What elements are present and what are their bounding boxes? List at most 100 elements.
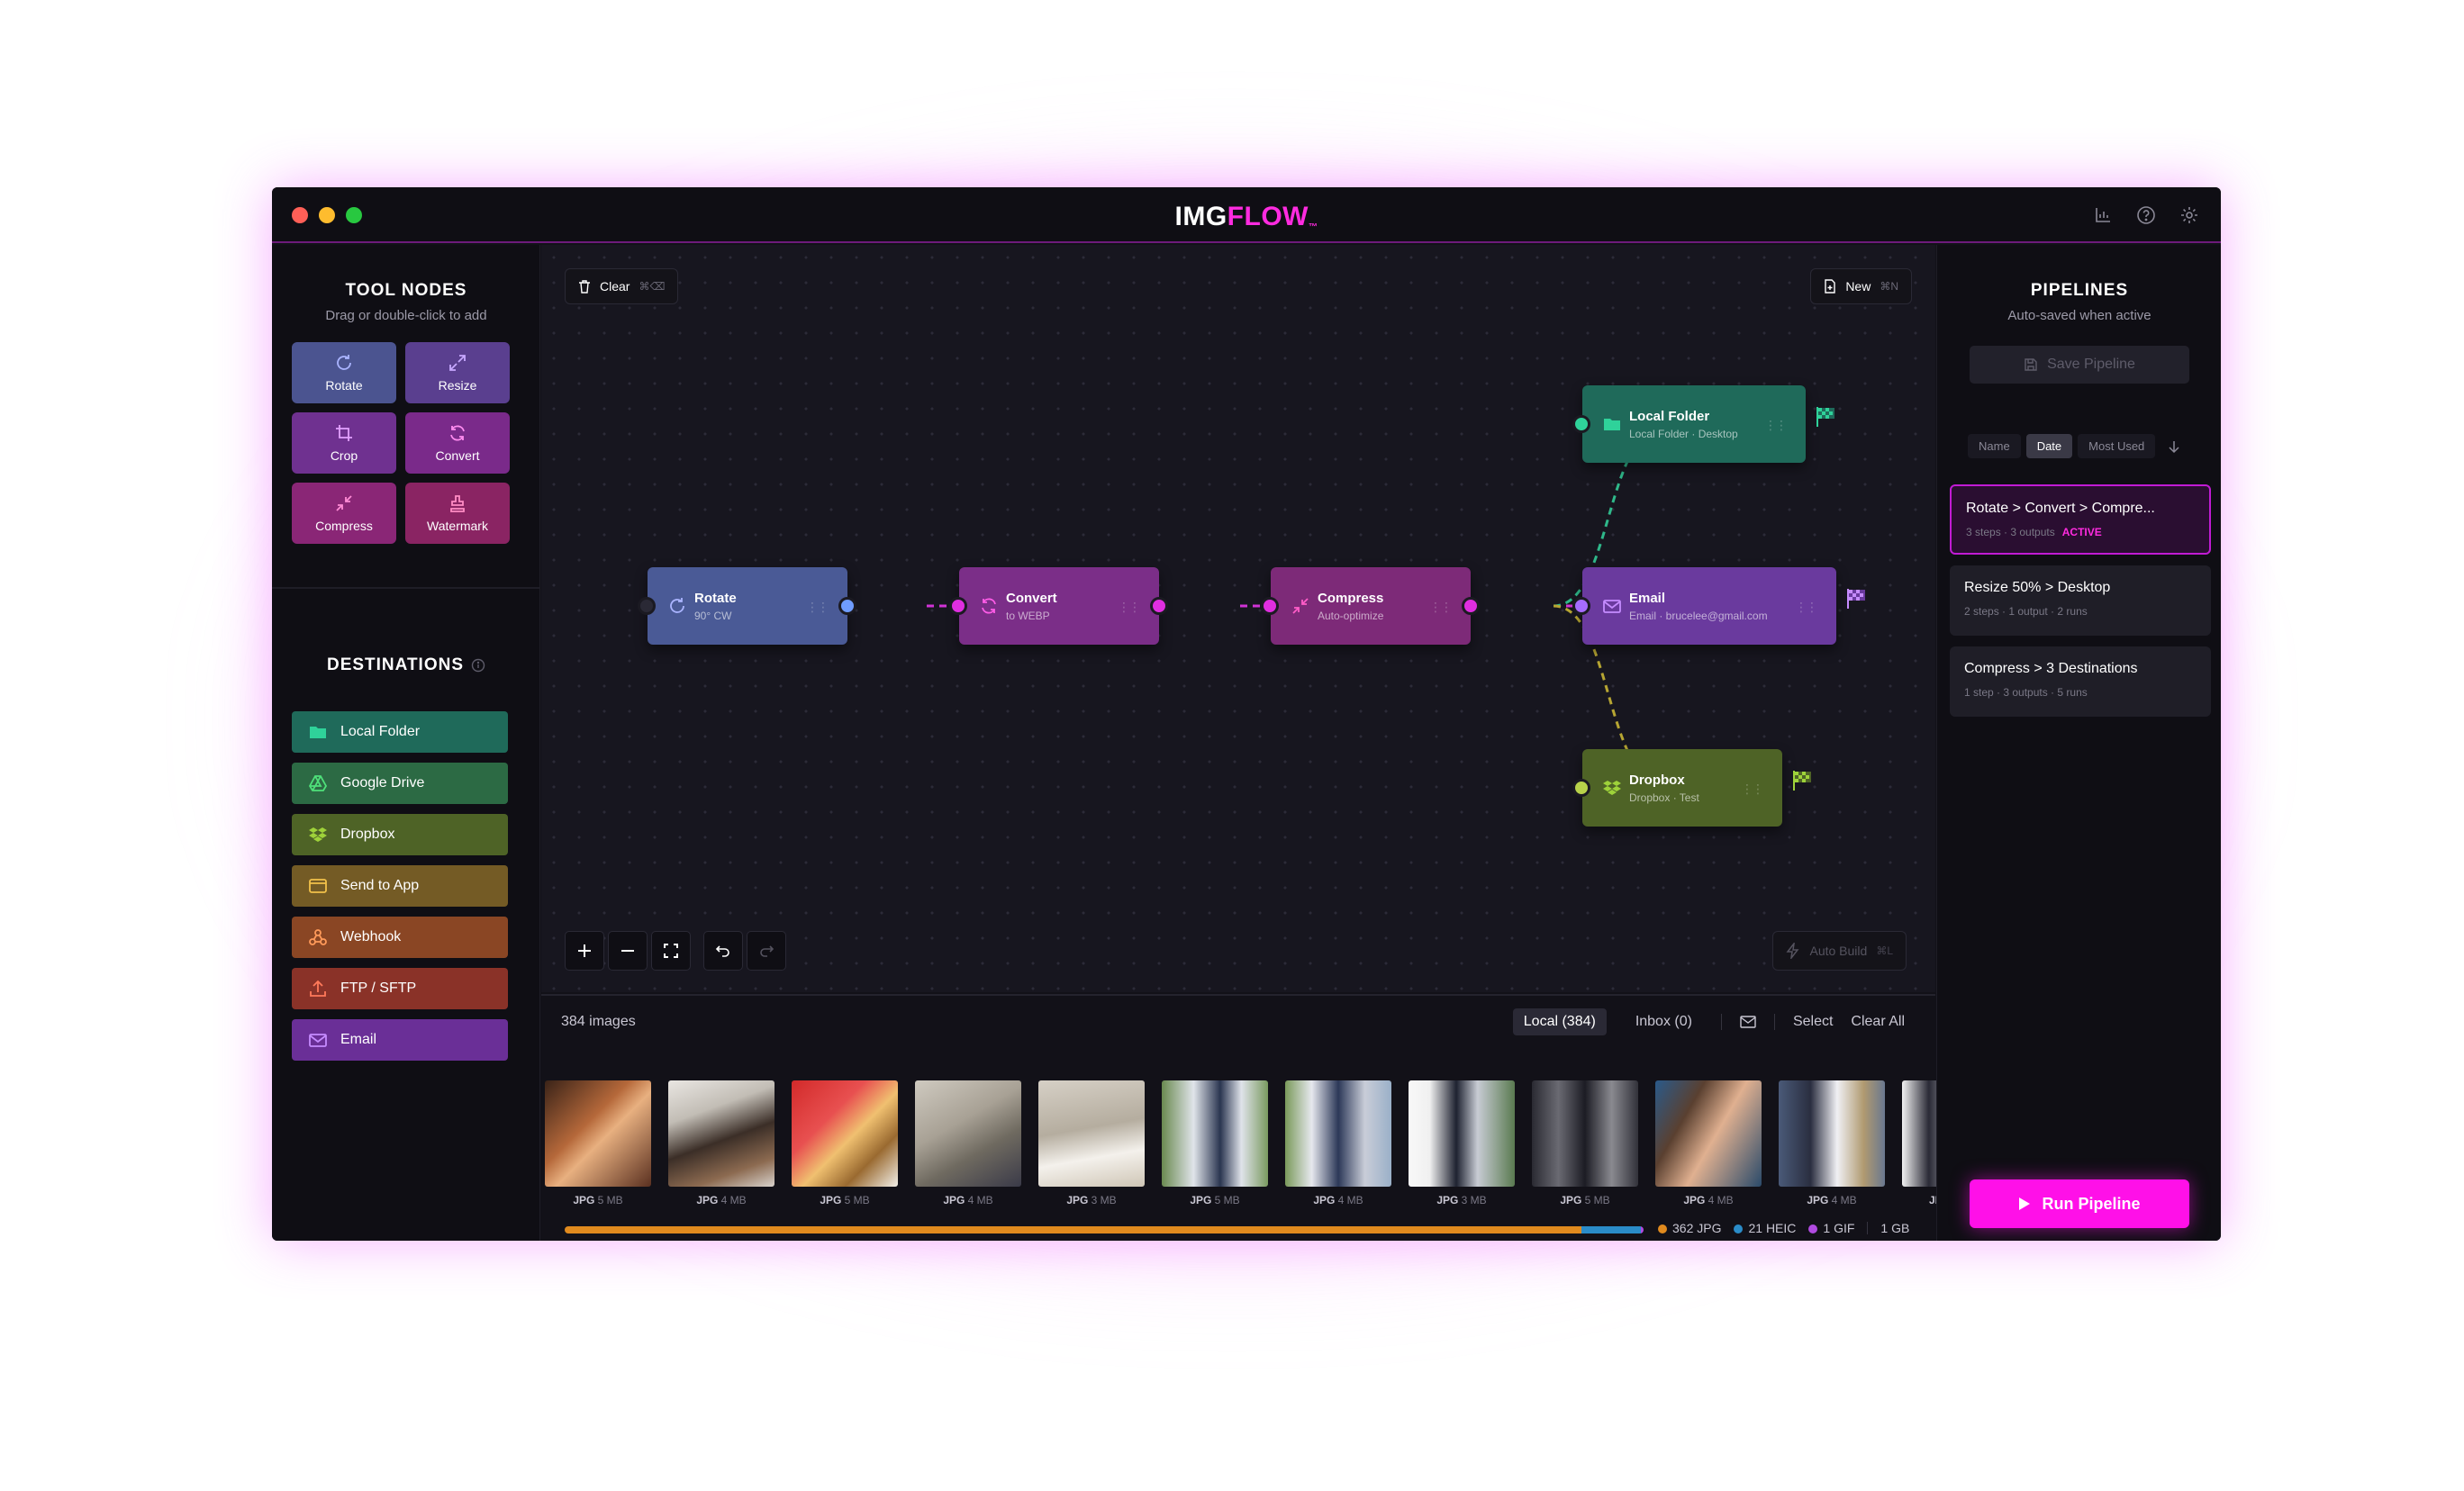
tab-local[interactable]: Local (384): [1512, 1008, 1607, 1035]
fit-view-button[interactable]: [651, 931, 691, 971]
drag-handle-icon[interactable]: ⋮⋮: [1118, 600, 1141, 614]
input-port[interactable]: [1572, 415, 1590, 433]
sidebar-divider: [272, 587, 540, 589]
plus-icon: [578, 944, 591, 957]
thumbnail[interactable]: JPG 3 MB: [1409, 1080, 1515, 1206]
tool-convert[interactable]: Convert: [405, 412, 510, 474]
input-port[interactable]: [1261, 597, 1279, 615]
tool-rotate[interactable]: Rotate: [292, 342, 396, 403]
tool-watermark[interactable]: Watermark: [405, 483, 510, 544]
sort-most-used[interactable]: Most Used: [2078, 434, 2156, 458]
clear-button[interactable]: Clear ⌘⌫: [565, 268, 679, 304]
mail-icon[interactable]: [1740, 1015, 1756, 1029]
input-port[interactable]: [949, 597, 967, 615]
legend-heic: 21 HEIC: [1734, 1221, 1796, 1235]
input-port[interactable]: [638, 597, 656, 615]
output-port[interactable]: [1150, 597, 1168, 615]
select-button[interactable]: Select: [1792, 1014, 1834, 1029]
destination-local-folder[interactable]: Local Folder: [292, 711, 508, 753]
thumbnail-strip: JPG 5 MB JPG 4 MB JPG 5 MB JPG 4 MB JPG …: [545, 1080, 1961, 1206]
thumbnail[interactable]: JPG 5 MB: [545, 1080, 651, 1206]
settings-icon[interactable]: [2178, 203, 2201, 227]
clear-all-button[interactable]: Clear All: [1851, 1014, 1905, 1029]
destination-label: Local Folder: [340, 724, 421, 739]
zoom-out-button[interactable]: [608, 931, 648, 971]
new-file-icon: [1825, 279, 1836, 294]
output-port[interactable]: [1462, 597, 1480, 615]
thumbnail[interactable]: JPG 4 MB: [915, 1080, 1021, 1206]
thumbnail[interactable]: JPG 4 MB: [1779, 1080, 1885, 1206]
finish-flag-icon: [1793, 771, 1811, 791]
pipeline-card[interactable]: Resize 50% > Desktop 2 steps · 1 output …: [1950, 565, 2211, 636]
node-convert[interactable]: Convert to WEBP ⋮⋮: [959, 567, 1159, 645]
tab-inbox[interactable]: Inbox (0): [1635, 1014, 1692, 1029]
storage-bar-gif: [1640, 1226, 1644, 1233]
thumbnail[interactable]: JPG 5 MB: [1162, 1080, 1268, 1206]
trash-icon: [579, 280, 590, 294]
tool-resize[interactable]: Resize: [405, 342, 510, 403]
undo-icon: [715, 945, 729, 957]
close-window-button[interactable]: [292, 207, 308, 223]
node-rotate[interactable]: Rotate 90° CW ⋮⋮: [648, 567, 847, 645]
pipeline-card[interactable]: Rotate > Convert > Compre... 3 steps · 3…: [1950, 484, 2211, 555]
drag-handle-icon[interactable]: ⋮⋮: [1764, 418, 1788, 432]
save-pipeline-button[interactable]: Save Pipeline: [1970, 346, 2189, 384]
thumbnail[interactable]: JPG 4 MB: [668, 1080, 775, 1206]
input-port[interactable]: [1572, 597, 1590, 615]
info-icon[interactable]: [471, 658, 485, 673]
drag-handle-icon[interactable]: ⋮⋮: [1741, 782, 1764, 796]
destination-webhook[interactable]: Webhook: [292, 917, 508, 958]
tool-compress[interactable]: Compress: [292, 483, 396, 544]
destination-google-drive[interactable]: Google Drive: [292, 763, 508, 804]
pipeline-card[interactable]: Compress > 3 Destinations 1 step · 3 out…: [1950, 646, 2211, 717]
thumbnail-format: JPG: [1313, 1194, 1336, 1206]
node-compress[interactable]: Compress Auto-optimize ⋮⋮: [1271, 567, 1471, 645]
logo-text-img: IMG: [1174, 202, 1227, 231]
minimize-window-button[interactable]: [319, 207, 335, 223]
destination-dropbox[interactable]: Dropbox: [292, 814, 508, 855]
chart-icon[interactable]: [2091, 203, 2115, 227]
new-button[interactable]: New ⌘N: [1810, 268, 1912, 304]
node-local-folder[interactable]: Local Folder Local Folder · Desktop ⋮⋮: [1582, 385, 1806, 463]
drag-handle-icon[interactable]: ⋮⋮: [1795, 600, 1818, 614]
maximize-window-button[interactable]: [346, 207, 362, 223]
legend-gif: 1 GIF: [1808, 1221, 1854, 1235]
zoom-in-button[interactable]: [565, 931, 604, 971]
thumbnail[interactable]: JPG 3 MB: [1038, 1080, 1145, 1206]
destination-email[interactable]: Email: [292, 1019, 508, 1061]
clear-shortcut: ⌘⌫: [639, 280, 666, 293]
thumbnail-image: [1532, 1080, 1638, 1187]
tool-crop[interactable]: Crop: [292, 412, 396, 474]
node-email[interactable]: Email Email · brucelee@gmail.com ⋮⋮: [1582, 567, 1836, 645]
input-port[interactable]: [1572, 779, 1590, 797]
sort-name[interactable]: Name: [1968, 434, 2021, 458]
pipeline-canvas[interactable]: Clear ⌘⌫ New ⌘N Rotate 90° CW ⋮⋮: [541, 245, 1935, 992]
thumbnail[interactable]: JPG 5 MB: [1532, 1080, 1638, 1206]
thumbnail-size: 5 MB: [844, 1194, 870, 1206]
convert-icon: [450, 425, 465, 441]
storage-total: 1 GB: [1880, 1221, 1910, 1235]
redo-button[interactable]: [747, 931, 786, 971]
app-window: IMGFLOW™ TOOL NODES Drag or double-click…: [272, 187, 2221, 1241]
auto-build-button[interactable]: Auto Build ⌘L: [1772, 931, 1907, 971]
destination-ftp-sftp[interactable]: FTP / SFTP: [292, 968, 508, 1009]
thumbnail[interactable]: JPG 5 MB: [792, 1080, 898, 1206]
destination-send-to-app[interactable]: Send to App: [292, 865, 508, 907]
help-icon[interactable]: [2134, 203, 2158, 227]
save-icon: [2025, 358, 2037, 371]
thumbnail[interactable]: JPG 4 MB: [1285, 1080, 1391, 1206]
output-port[interactable]: [838, 597, 856, 615]
drag-handle-icon[interactable]: ⋮⋮: [1429, 600, 1453, 614]
pipelines-title: PIPELINES: [2030, 281, 2129, 300]
drag-handle-icon[interactable]: ⋮⋮: [806, 600, 829, 614]
thumbnail-format: JPG: [1560, 1194, 1582, 1206]
sort-direction-icon[interactable]: [2166, 438, 2182, 455]
undo-button[interactable]: [703, 931, 743, 971]
rotate-icon: [337, 355, 351, 370]
tool-label: Compress: [315, 519, 373, 533]
thumbnail[interactable]: JPG 4 MB: [1655, 1080, 1762, 1206]
sort-date[interactable]: Date: [2025, 434, 2073, 458]
run-pipeline-button[interactable]: Run Pipeline: [1970, 1179, 2189, 1228]
thumbnail-image: [1409, 1080, 1515, 1187]
node-dropbox[interactable]: Dropbox Dropbox · Test ⋮⋮: [1582, 749, 1782, 827]
